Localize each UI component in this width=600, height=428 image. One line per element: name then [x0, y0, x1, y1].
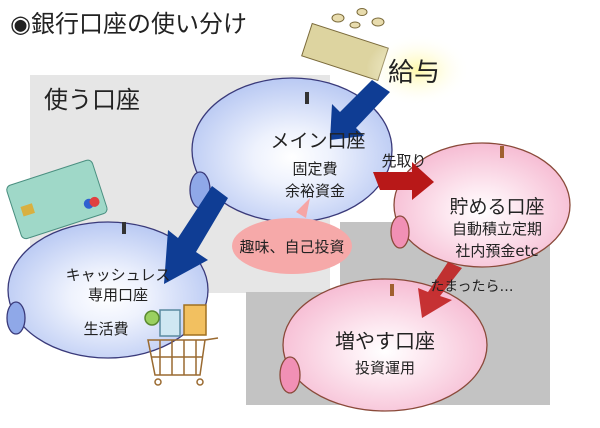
save-account-pig	[390, 142, 571, 268]
cashless-account-name: キャッシュレス	[65, 266, 171, 284]
hobby-bubble	[232, 218, 352, 274]
salary-glow	[366, 34, 470, 106]
grow-account-purpose: 投資運用	[354, 359, 416, 377]
prepay-label: 先取り	[381, 152, 427, 170]
cashless-account-name: 専用口座	[87, 286, 149, 304]
credit-card-icon	[6, 159, 108, 240]
save-account-line: 自動積立定期	[451, 220, 543, 238]
use-area-label: 使う口座	[44, 86, 140, 114]
shopping-cart-icon	[144, 304, 219, 386]
page-title: ◉銀行口座の使い分け	[10, 10, 247, 38]
arrow-main-to-cashless	[164, 186, 228, 284]
arrow-salary-to-main	[330, 80, 390, 140]
hobby-bubble-text: 趣味、自己投資	[239, 238, 345, 256]
cashless-account-pig	[6, 221, 209, 359]
cashless-account-purpose: 生活費	[83, 320, 129, 338]
main-account-line: 固定費	[292, 160, 338, 178]
arrow-save-to-grow	[418, 262, 462, 318]
main-account-line: 余裕資金	[284, 182, 346, 200]
when-saved-label: たまったら…	[430, 279, 514, 295]
hobby-bubble-shape	[296, 198, 310, 218]
salary-label: 給与	[388, 58, 441, 88]
main-account-name: メイン口座	[270, 130, 366, 152]
save-account-name: 貯める口座	[449, 196, 545, 218]
grow-account-pig	[279, 278, 488, 412]
grow-account-name: 増やす口座	[335, 329, 435, 353]
save-account-line: 社内預金etc	[455, 242, 539, 260]
arrow-main-to-save	[373, 162, 434, 200]
